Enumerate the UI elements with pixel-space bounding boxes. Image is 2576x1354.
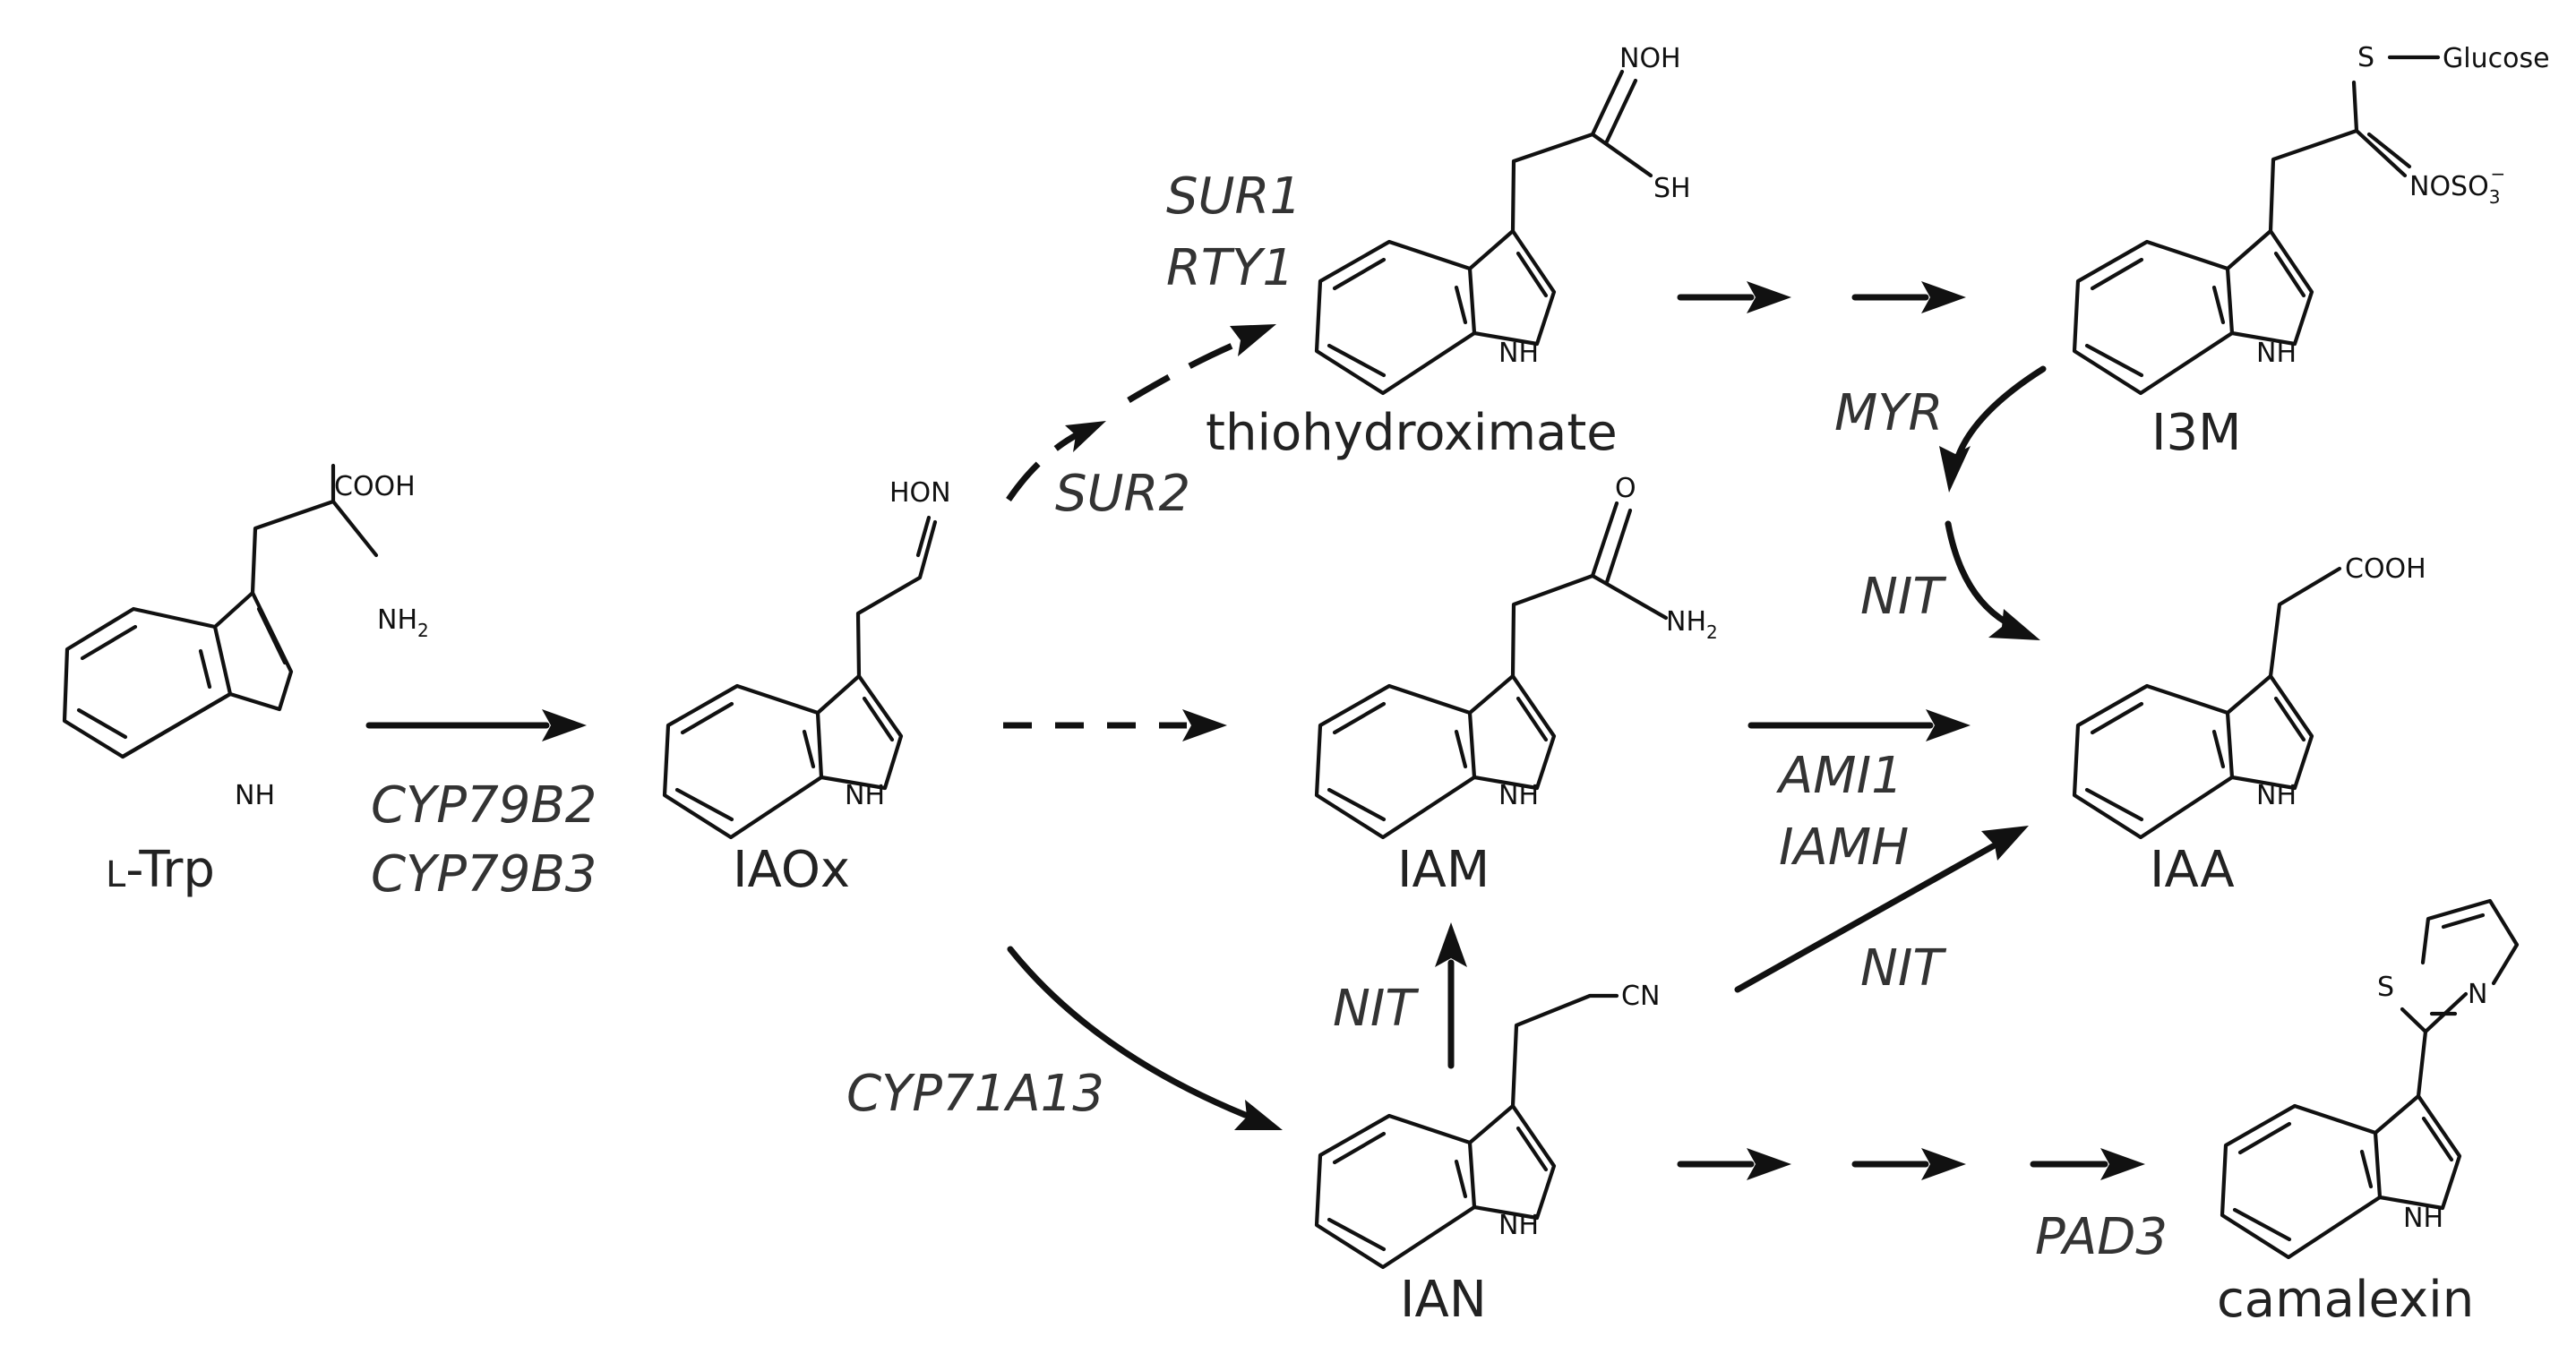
ian-label: IAN [1400,1271,1487,1329]
enzyme-sur2: SUR2 [1055,465,1190,523]
trp-cooh: COOH [334,471,416,502]
camalexin-label: camalexin [2217,1271,2474,1329]
arrow-iam-to-iaa [1747,709,1971,741]
iaa-label: IAA [2150,841,2235,899]
arrow-thio-to-i3m-step1 [1677,281,1791,313]
enzyme-iamh: IAMH [1779,818,1909,877]
iam-nh2: NH2 [1666,606,1718,643]
thio-sh: SH [1653,173,1691,204]
camalexin-n: N [2468,979,2487,1010]
enzyme-rty1: RTY1 [1166,239,1294,297]
iaox-nh: NH [845,780,885,811]
thio-noh: NOH [1619,43,1681,74]
ian-nh: NH [1498,1210,1539,1241]
iaox-hon: HON [889,477,951,509]
arrow-i3m-myr [1939,365,2047,493]
arrow-iaox-to-thio [1006,324,1276,501]
enzyme-pad3: PAD3 [2035,1208,2168,1266]
arrow-ian-to-camalexin-step2 [1851,1148,1966,1180]
arrow-ian-to-camalexin-step3 [2030,1148,2145,1180]
arrow-ian-to-iam [1435,922,1467,1069]
thio-label: thiohydroximate [1206,404,1618,462]
enzyme-nit-ian-iaa: NIT [1860,939,1946,998]
trp-label: L-Trp [106,841,215,899]
arrow-trp-to-iaox [365,709,587,741]
trp-nh: NH [235,780,275,811]
enzyme-cyp79b2: CYP79B2 [371,776,597,835]
iaa-structure: NH COOH [2072,553,2426,840]
enzyme-cyp71a13: CYP71A13 [846,1065,1104,1123]
i3m-structure: NH S Glucose NOSO3− [2072,42,2550,396]
enzyme-nit-ian-iam: NIT [1333,980,1419,1038]
trp-nh2: NH2 [377,604,429,641]
iam-structure: NH O NH2 [1314,473,1718,840]
arrow-iaox-to-ian [1007,946,1283,1130]
enzyme-cyp79b3: CYP79B3 [371,845,597,904]
arrow-iaox-to-iam-dashed [1003,709,1227,741]
ian-cn: CN [1621,981,1660,1012]
iam-nh: NH [1498,780,1539,811]
camalexin-nh: NH [2403,1203,2443,1234]
i3m-s: S [2357,42,2374,73]
enzyme-nit-i3m: NIT [1860,568,1946,626]
enzyme-myr: MYR [1834,384,1943,442]
i3m-glucose: Glucose [2443,43,2550,74]
thio-nh: NH [1498,338,1539,369]
arrow-thio-to-i3m-step2 [1851,281,1966,313]
enzyme-ami1: AMI1 [1776,747,1903,805]
ian-structure: NH CN [1314,981,1660,1270]
thio-structure: NH NOH SH [1314,43,1691,396]
i3m-noso3: NOSO3− [2409,163,2505,208]
camalexin-structure: S N NH [2220,898,2520,1260]
iaox-label: IAOx [733,841,850,899]
iaa-nh: NH [2256,780,2297,811]
iam-label: IAM [1397,841,1490,899]
arrow-ian-to-camalexin-step1 [1677,1148,1791,1180]
iam-o: O [1615,473,1636,504]
trp-structure: NH COOH NH2 [62,463,429,811]
i3m-nh: NH [2256,338,2297,369]
arrow-nit-to-iaa [1945,520,2040,640]
enzyme-sur1: SUR1 [1166,167,1301,226]
iaox-structure: NH HON [662,477,951,840]
camalexin-s: S [2377,972,2394,1003]
iaa-cooh: COOH [2345,553,2426,585]
arrow-ian-to-iaa [1734,826,2029,993]
i3m-label: I3M [2151,404,2241,462]
